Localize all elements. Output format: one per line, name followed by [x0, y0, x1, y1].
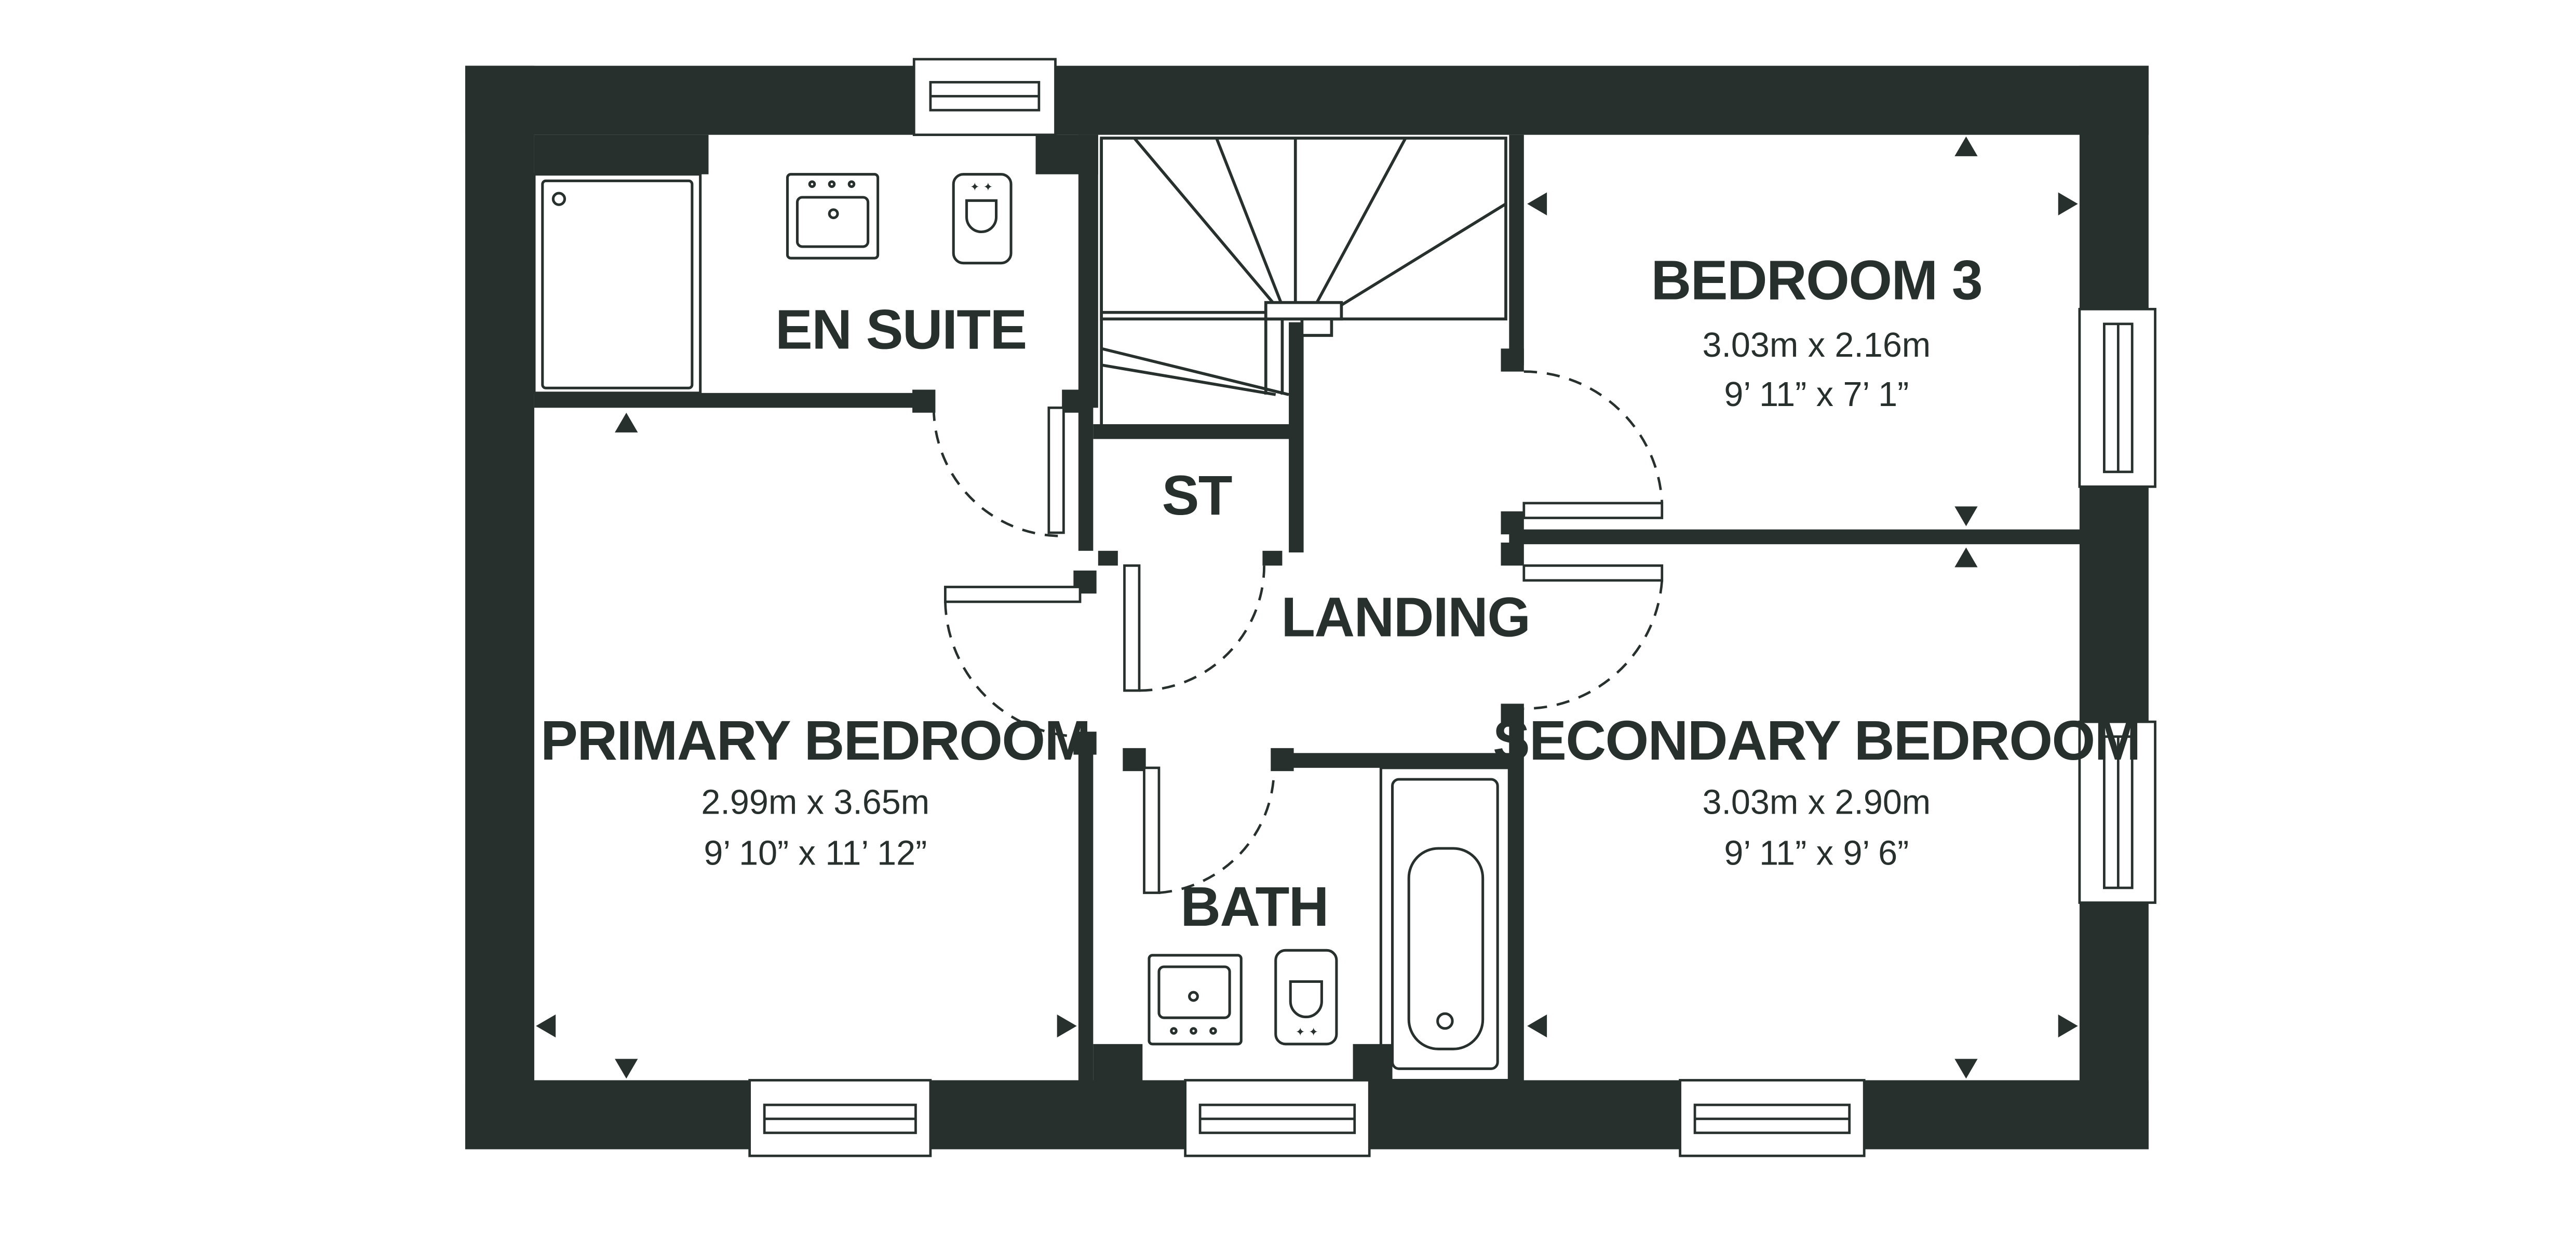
store-name: ST [1162, 464, 1232, 526]
secondary-bottom-arrow [1954, 1059, 1978, 1079]
shower-tray [533, 173, 702, 395]
ensuite-north-thick-wall [534, 134, 709, 174]
west-wall [465, 65, 534, 1150]
store-door-post-left [1098, 550, 1118, 566]
secondary-bedroom-name: SECONDARY BEDROOM [1493, 709, 2140, 772]
bathtub [1379, 766, 1510, 1082]
bath-basin [1148, 954, 1243, 1046]
bedroom3-door [1522, 370, 1664, 519]
ensuite-door-post-right [1062, 389, 1085, 413]
svg-text:✦ ✦: ✦ ✦ [1296, 1025, 1318, 1039]
secondary-bedroom-door [1522, 564, 1664, 710]
bedroom3-top-arrow [1954, 136, 1978, 156]
bedroom3-secondary-wall [1509, 529, 2085, 545]
staircase [1100, 137, 1507, 424]
bath-toilet: ✦ ✦ [1274, 949, 1338, 1046]
ensuite-door [932, 406, 1065, 537]
store-north-wall [1093, 424, 1294, 439]
ensuite-primary-wall [534, 393, 921, 408]
window-south-secondary [1679, 1079, 1866, 1157]
primary-bedroom-imperial: 9’ 10” x 11’ 12” [704, 834, 927, 873]
bath-south-thick-wall-right [1353, 1044, 1393, 1080]
bedroom3-bottom-arrow [1954, 506, 1978, 526]
bedroom3-right-arrow [2058, 192, 2078, 215]
ensuite-door-post [912, 389, 936, 413]
primary-bedroom-door [944, 586, 1082, 738]
secondary-top-arrow [1954, 547, 1978, 568]
bath-name: BATH [1180, 875, 1328, 938]
bath-door-post-left [1123, 748, 1146, 772]
store-east-wall [1289, 322, 1304, 552]
window-east-secondary [2078, 720, 2156, 904]
ensuite-landing-wall [1078, 134, 1098, 408]
bedroom3-door-post-bottom [1501, 511, 1524, 535]
primary-top-arrow [615, 412, 638, 433]
secondary-bedroom-metric: 3.03m x 2.90m [1702, 783, 1931, 821]
bath-south-thick-wall-left [1093, 1044, 1143, 1080]
room-labels: EN SUITE BEDROOM 3 3.03m x 2.16m 9’ 11” … [541, 249, 2141, 938]
store-west-wall [1078, 395, 1094, 551]
primary-right-arrow [1057, 1014, 1077, 1038]
primary-bottom-arrow [615, 1059, 638, 1079]
store-door [1123, 564, 1265, 692]
ensuite-name: EN SUITE [775, 298, 1027, 360]
secondary-left-arrow [1527, 1014, 1547, 1038]
secondary-door-post [1501, 704, 1524, 727]
bedroom3-left-arrow [1527, 192, 1547, 215]
ensuite-basin [786, 173, 880, 260]
window-north-ensuite [912, 58, 1057, 137]
window-south-primary [748, 1079, 932, 1157]
windows [748, 58, 2156, 1157]
secondary-west-wall [1509, 708, 1524, 1080]
secondary-door-post-top [1501, 543, 1524, 566]
doors [932, 370, 1664, 894]
bedroom3-west-wall [1509, 134, 1524, 365]
bedroom3-imperial: 9’ 11” x 7’ 1” [1724, 375, 1909, 414]
store-door-post-right [1262, 550, 1283, 566]
bedroom3-name: BEDROOM 3 [1651, 249, 1982, 311]
primary-bath-wall [1078, 740, 1094, 1080]
bedroom3-door-post [1501, 348, 1524, 372]
bath-door-post-right [1271, 748, 1294, 772]
bath-fixtures: ✦ ✦ [1148, 766, 1510, 1082]
bath-door [1143, 766, 1275, 894]
ensuite-fixtures: ✦ ✦ [533, 173, 1013, 395]
primary-bedroom-metric: 2.99m x 3.65m [701, 783, 929, 821]
window-east-bedroom3 [2078, 307, 2156, 488]
north-wall [465, 65, 2149, 135]
window-south-bath [1184, 1079, 1371, 1157]
bedroom3-metric: 3.03m x 2.16m [1702, 326, 1931, 364]
primary-left-arrow [536, 1014, 556, 1038]
dimension-markers [536, 136, 2078, 1079]
secondary-bedroom-imperial: 9’ 11” x 9’ 6” [1724, 834, 1909, 873]
svg-text:✦ ✦: ✦ ✦ [970, 180, 993, 194]
ensuite-toilet: ✦ ✦ [952, 173, 1013, 265]
bath-north-wall [1282, 753, 1518, 768]
landing-name: LANDING [1281, 586, 1530, 648]
east-wall [2079, 65, 2149, 1150]
secondary-right-arrow [2058, 1014, 2078, 1038]
primary-bedroom-name: PRIMARY BEDROOM [541, 709, 1090, 772]
